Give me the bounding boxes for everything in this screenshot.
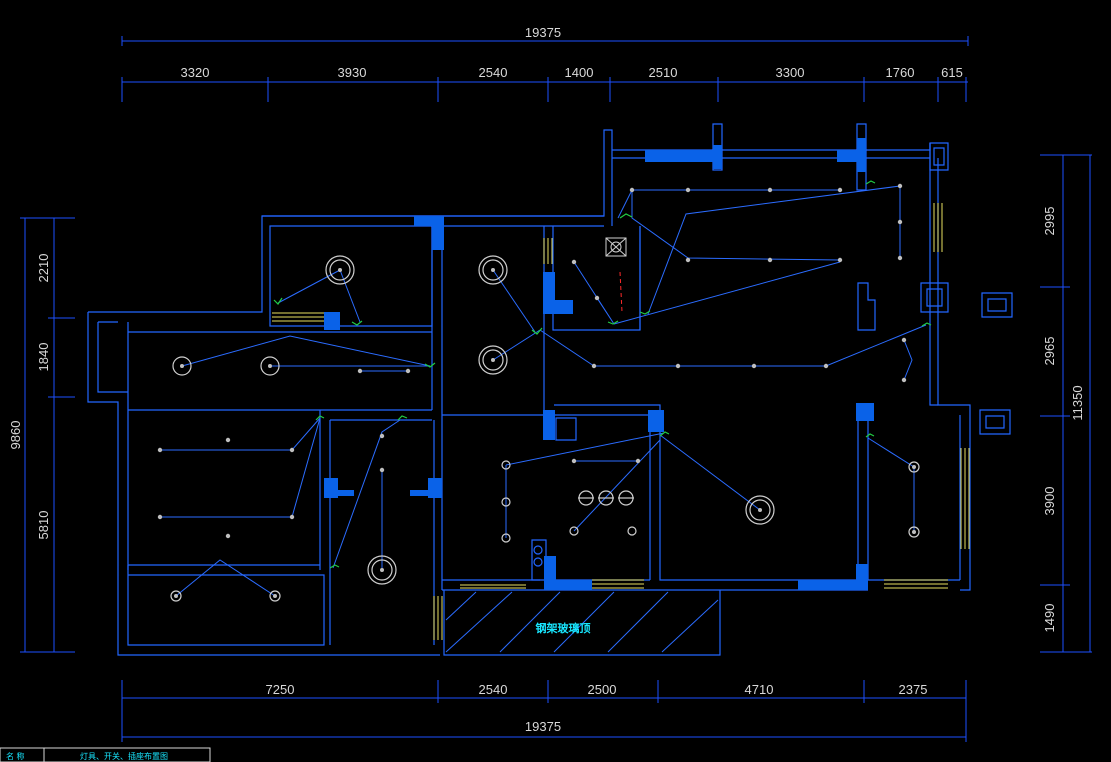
lamp-icon	[478, 345, 508, 375]
wiring	[160, 185, 927, 597]
bottom-dim-5: 2375	[899, 682, 928, 697]
downlight-icon	[897, 183, 903, 189]
windows	[272, 203, 970, 640]
lamp-icon	[501, 460, 511, 470]
downlight-icon	[289, 447, 295, 453]
lamp-icon	[745, 495, 775, 525]
small-fixtures	[157, 183, 907, 539]
downlight-icon	[751, 363, 757, 369]
walls	[87, 123, 1013, 656]
right-dim-4: 1490	[1042, 604, 1057, 633]
switches	[273, 180, 932, 569]
bottom-dim-1: 7250	[266, 682, 295, 697]
top-dim-4: 1400	[565, 65, 594, 80]
downlight-icon	[591, 363, 597, 369]
downlight-icon	[571, 458, 577, 464]
right-dim-3: 3900	[1042, 487, 1057, 516]
lamp-icon	[260, 356, 280, 376]
top-dim-5: 2510	[649, 65, 678, 80]
right-dim-2: 2965	[1042, 337, 1057, 366]
lamp-icon	[367, 555, 397, 585]
ceiling-lamps	[170, 255, 920, 602]
left-total-dim: 9860	[8, 421, 23, 450]
downlight-icon	[837, 187, 843, 193]
lamp-icon	[501, 497, 511, 507]
downlight-icon	[767, 257, 773, 263]
bottom-dim-2: 2540	[479, 682, 508, 697]
downlight-icon	[629, 187, 635, 193]
downlight-icon	[901, 377, 907, 383]
downlight-icon	[289, 514, 295, 520]
left-dim-3: 5810	[36, 511, 51, 540]
lamp-icon	[598, 490, 614, 506]
downlight-icon	[837, 257, 843, 263]
exhaust-fan-icon	[605, 237, 627, 313]
lamp-icon	[170, 590, 182, 602]
right-total-dim: 11350	[1070, 385, 1085, 420]
downlight-icon	[897, 219, 903, 225]
downlight-icon	[767, 187, 773, 193]
lamp-icon	[172, 356, 192, 376]
lamp-icon	[618, 490, 634, 506]
balcony-label: 钢架玻璃顶	[536, 621, 591, 635]
top-dim-3: 2540	[479, 65, 508, 80]
balcony-hatch	[445, 591, 719, 653]
downlight-icon	[357, 368, 363, 374]
lamp-icon	[908, 461, 920, 473]
downlight-icon	[901, 337, 907, 343]
downlight-icon	[157, 447, 163, 453]
downlight-icon	[225, 437, 231, 443]
right-dim-1: 2995	[1042, 207, 1057, 236]
lamp-icon	[578, 490, 594, 506]
dimension-lines	[20, 36, 1092, 742]
lamp-icon	[325, 255, 355, 285]
top-dim-8: 615	[941, 65, 963, 80]
downlight-icon	[379, 433, 385, 439]
bottom-dim-3: 2500	[588, 682, 617, 697]
downlight-icon	[823, 363, 829, 369]
lamp-icon	[478, 255, 508, 285]
title-block: 名 称 灯具、开关、插座布置图	[0, 747, 211, 762]
downlight-icon	[225, 533, 231, 539]
lamp-icon	[908, 526, 920, 538]
lamp-icon	[569, 526, 579, 536]
title-block-value: 灯具、开关、插座布置图	[80, 751, 168, 761]
left-dim-1: 2210	[36, 254, 51, 283]
downlight-icon	[635, 458, 641, 464]
bottom-total-dim: 19375	[525, 719, 561, 734]
dimension-texts: 19375 3320 3930 2540 1400 2510 3300 1760…	[8, 25, 1085, 734]
downlight-icon	[594, 295, 600, 301]
left-dim-2: 1840	[36, 343, 51, 372]
lamp-icon	[627, 526, 637, 536]
columns	[324, 138, 874, 590]
downlight-icon	[405, 368, 411, 374]
downlight-icon	[685, 257, 691, 263]
title-block-label: 名 称	[6, 751, 25, 761]
lamp-icon	[501, 533, 511, 543]
downlight-icon	[157, 514, 163, 520]
downlight-icon	[571, 259, 577, 265]
top-dim-7: 1760	[886, 65, 915, 80]
top-dim-2: 3930	[338, 65, 367, 80]
top-total-dim: 19375	[525, 25, 561, 40]
downlight-icon	[379, 467, 385, 473]
lamp-icon	[269, 590, 281, 602]
downlight-icon	[897, 255, 903, 261]
top-dim-1: 3320	[181, 65, 210, 80]
top-dim-6: 3300	[776, 65, 805, 80]
downlight-icon	[675, 363, 681, 369]
downlight-icon	[685, 187, 691, 193]
bottom-dim-4: 4710	[745, 682, 774, 697]
